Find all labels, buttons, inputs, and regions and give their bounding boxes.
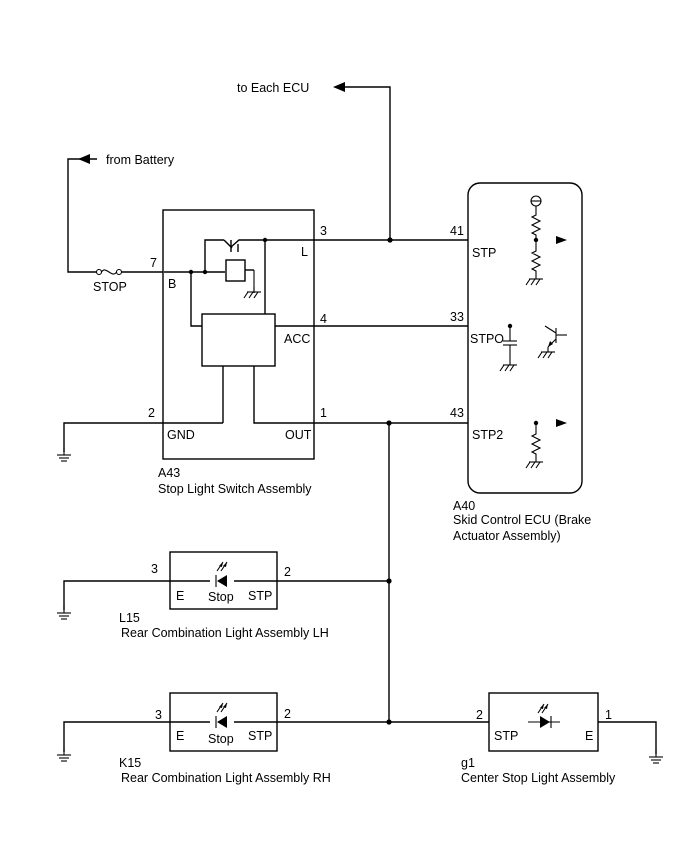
wire-k15-gnd: [63, 721, 170, 752]
led-icon: [210, 561, 234, 588]
l15-terminal-e: E: [176, 589, 184, 603]
a43-terminal-out: OUT: [285, 428, 312, 442]
k15-terminal-stp: STP: [248, 729, 272, 743]
a43-pin-acc: 4: [320, 312, 327, 326]
arrow-right-icon: [556, 419, 567, 427]
l15-lamp-label: Stop: [208, 590, 234, 604]
l15-pin-e: 3: [151, 562, 158, 576]
led-icon: [210, 702, 234, 729]
arrow-right-icon: [556, 236, 567, 244]
l15-name: Rear Combination Light Assembly LH: [121, 626, 329, 640]
from-battery-label: from Battery: [106, 153, 175, 167]
a40-terminal-stp2: STP2: [472, 428, 503, 442]
g1-pin-stp: 2: [476, 708, 483, 722]
k15-terminal-e: E: [176, 729, 184, 743]
k15-lamp-label: Stop: [208, 732, 234, 746]
control-ic-box: [201, 313, 276, 367]
k15-pin-stp: 2: [284, 707, 291, 721]
a43-terminal-l: L: [301, 245, 308, 259]
a43-terminal-acc: ACC: [284, 332, 310, 346]
ground-icon: [56, 605, 72, 620]
to-each-ecu-wire: [333, 82, 391, 240]
a40-pin-stp: 41: [450, 224, 464, 238]
a40-terminal-stpo: STPO: [470, 332, 504, 346]
a43-pin-out: 1: [320, 406, 327, 420]
g1-pin-e: 1: [605, 708, 612, 722]
a40-skid-control-ecu-box: [467, 182, 583, 494]
a43-terminal-b: B: [168, 277, 176, 291]
a40-internal-circuit: [499, 195, 567, 469]
a40-code: A40: [453, 499, 475, 513]
l15-pin-stp: 2: [284, 565, 291, 579]
l15-terminal-stp: STP: [248, 589, 272, 603]
a43-pin-b: 7: [150, 256, 157, 270]
k15-name: Rear Combination Light Assembly RH: [121, 771, 331, 785]
arrow-left-icon: [78, 154, 90, 164]
a43-pin-gnd: 2: [148, 406, 155, 420]
ground-icon: [648, 749, 664, 764]
k15-pin-e: 3: [155, 708, 162, 722]
a40-pin-stp2: 43: [450, 406, 464, 420]
g1-name: Center Stop Light Assembly: [461, 771, 616, 785]
arrow-left-icon: [333, 82, 345, 92]
l15-code: L15: [119, 611, 140, 625]
g1-code: g1: [461, 756, 475, 770]
a43-terminal-gnd: GND: [167, 428, 195, 442]
k15-code: K15: [119, 756, 141, 770]
ground-icon: [56, 447, 72, 462]
a40-terminal-stp: STP: [472, 246, 496, 260]
a43-code: A43: [158, 466, 180, 480]
fuse-label: STOP: [93, 280, 127, 294]
a40-name-line1: Skid Control ECU (Brake: [453, 513, 591, 527]
ground-icon: [56, 747, 72, 762]
a40-pin-stpo: 33: [450, 310, 464, 324]
a43-internal-circuit: [164, 237, 314, 424]
relay-coil-icon: [225, 259, 246, 282]
wire-l15-gnd: [63, 580, 170, 610]
a43-pin-l: 3: [320, 224, 327, 238]
g1-terminal-stp: STP: [494, 729, 518, 743]
wire-gnd: [63, 422, 223, 452]
to-each-ecu-label: to Each ECU: [237, 81, 309, 95]
battery-feed-wire: [67, 154, 97, 273]
g1-terminal-e: E: [585, 729, 593, 743]
led-icon: [528, 703, 560, 728]
wire-g1-gnd: [598, 721, 657, 754]
a43-name: Stop Light Switch Assembly: [158, 482, 312, 496]
splice-point: [387, 237, 393, 243]
fuse-icon: [95, 268, 123, 276]
a40-name-line2: Actuator Assembly): [453, 529, 561, 543]
